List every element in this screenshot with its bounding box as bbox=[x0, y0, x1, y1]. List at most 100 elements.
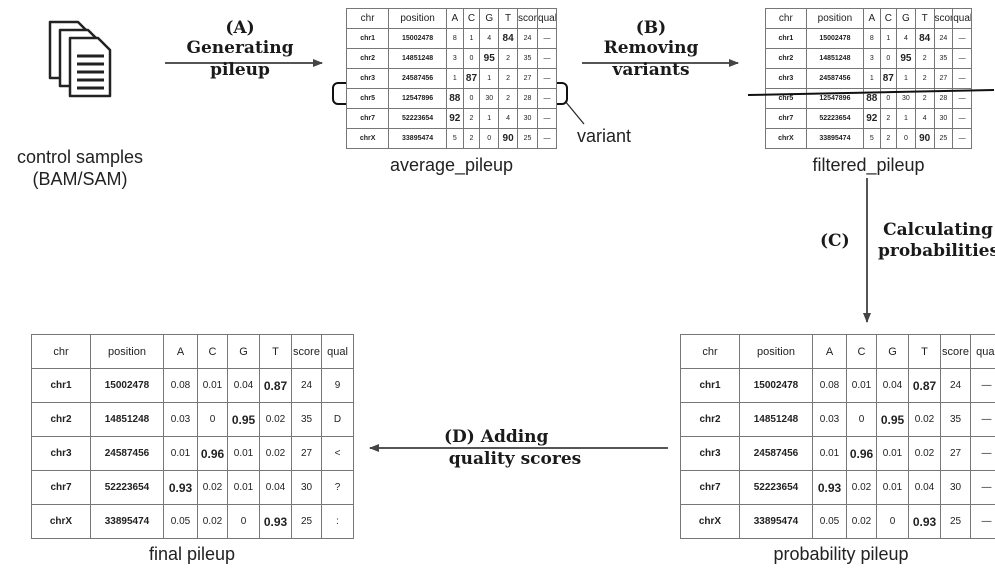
column-header-1: position bbox=[388, 8, 447, 29]
average-pileup-table: chrpositionACGTscorequalchr1150024788148… bbox=[345, 8, 557, 149]
table-cell: 52223654 bbox=[388, 108, 447, 129]
column-header-5: T bbox=[914, 8, 935, 29]
column-header-5: T bbox=[259, 334, 292, 369]
column-header-7: qual bbox=[537, 8, 557, 29]
table-cell: — bbox=[952, 108, 972, 129]
table-cell: 0.01 bbox=[846, 368, 877, 403]
column-header-0: chr bbox=[345, 8, 390, 29]
table-cell: 14851248 bbox=[90, 402, 164, 437]
column-header-5: T bbox=[908, 334, 941, 369]
table-cell: 0.03 bbox=[163, 402, 198, 437]
table-cell: 0 bbox=[846, 402, 877, 437]
table-cell: 0 bbox=[479, 128, 500, 149]
column-header-1: position bbox=[90, 334, 164, 369]
table-cell: 0.01 bbox=[163, 436, 198, 471]
table-cell: 14851248 bbox=[388, 48, 447, 69]
table-cell: chr5 bbox=[765, 88, 807, 109]
table-cell: — bbox=[537, 28, 557, 49]
table-cell: 2 bbox=[462, 128, 481, 149]
table-cell: — bbox=[537, 108, 557, 129]
table-cell: chr1 bbox=[345, 28, 390, 49]
average-pileup-caption: average_pileup bbox=[389, 155, 514, 175]
table-cell: chr1 bbox=[680, 368, 740, 403]
step-c-label: Calculating probabilities bbox=[878, 220, 995, 262]
column-header-4: G bbox=[479, 8, 500, 29]
table-cell: 0.01 bbox=[227, 470, 260, 505]
table-cell: 8 bbox=[863, 28, 881, 49]
table-cell: 35 bbox=[940, 402, 971, 437]
table-cell: 27 bbox=[517, 68, 539, 89]
table-cell: chr2 bbox=[31, 402, 91, 437]
table-cell: 25 bbox=[940, 504, 971, 539]
table-cell: 24 bbox=[291, 368, 322, 403]
table-cell: chr1 bbox=[765, 28, 807, 49]
table-cell: 88 bbox=[863, 88, 881, 109]
table-cell: — bbox=[537, 88, 557, 109]
table-cell: 92 bbox=[445, 108, 464, 129]
table-cell: 28 bbox=[517, 88, 539, 109]
table-cell: 0 bbox=[227, 504, 260, 539]
table-cell: 2 bbox=[914, 48, 935, 69]
table-cell: 25 bbox=[517, 128, 539, 149]
table-cell: 8 bbox=[445, 28, 464, 49]
column-header-7: qual bbox=[970, 334, 995, 369]
table-cell: D bbox=[321, 402, 354, 437]
step-b-line1: Removing bbox=[603, 38, 699, 58]
table-cell: 15002478 bbox=[739, 368, 813, 403]
table-cell: — bbox=[952, 88, 972, 109]
table-cell: 24 bbox=[940, 368, 971, 403]
table-cell: 0.01 bbox=[812, 436, 847, 471]
table-cell: 14851248 bbox=[739, 402, 813, 437]
column-header-7: qual bbox=[321, 334, 354, 369]
table-cell: 84 bbox=[498, 28, 519, 49]
step-c-letter: (C) bbox=[820, 231, 850, 251]
table-cell: 24587456 bbox=[90, 436, 164, 471]
table-cell: 0.96 bbox=[846, 436, 877, 471]
table-cell: 24587456 bbox=[739, 436, 813, 471]
table-cell: chrX bbox=[680, 504, 740, 539]
column-header-4: G bbox=[876, 334, 909, 369]
table-cell: 0.05 bbox=[812, 504, 847, 539]
control-samples-caption: control samples (BAM/SAM) bbox=[0, 146, 160, 190]
table-cell: 30 bbox=[940, 470, 971, 505]
table-cell: — bbox=[970, 436, 995, 471]
table-cell: 1 bbox=[896, 108, 916, 129]
table-cell: 0.02 bbox=[259, 402, 292, 437]
table-cell: 33895474 bbox=[739, 504, 813, 539]
table-cell: — bbox=[970, 470, 995, 505]
table-cell: 1 bbox=[479, 68, 500, 89]
step-b-label: (B) Removing variants bbox=[586, 18, 716, 80]
table-cell: chrX bbox=[765, 128, 807, 149]
table-cell: 24587456 bbox=[805, 68, 865, 89]
step-b-letter: (B) bbox=[635, 18, 667, 38]
table-cell: 90 bbox=[914, 128, 935, 149]
table-cell: 12547896 bbox=[388, 88, 447, 109]
table-cell: 0.08 bbox=[812, 368, 847, 403]
probability-pileup-caption: probability pileup bbox=[773, 544, 909, 564]
table-cell: 0.95 bbox=[876, 402, 909, 437]
table-cell: 0 bbox=[876, 504, 909, 539]
final-pileup-caption: final pileup bbox=[148, 544, 236, 564]
table-cell: 35 bbox=[517, 48, 539, 69]
table-cell: chr1 bbox=[31, 368, 91, 403]
step-d-line2: quality scores bbox=[448, 449, 582, 469]
column-header-0: chr bbox=[680, 334, 740, 369]
table-cell: 2 bbox=[879, 128, 898, 149]
table-cell: — bbox=[952, 48, 972, 69]
table-cell: 0 bbox=[462, 88, 481, 109]
table-cell: chrX bbox=[31, 504, 91, 539]
